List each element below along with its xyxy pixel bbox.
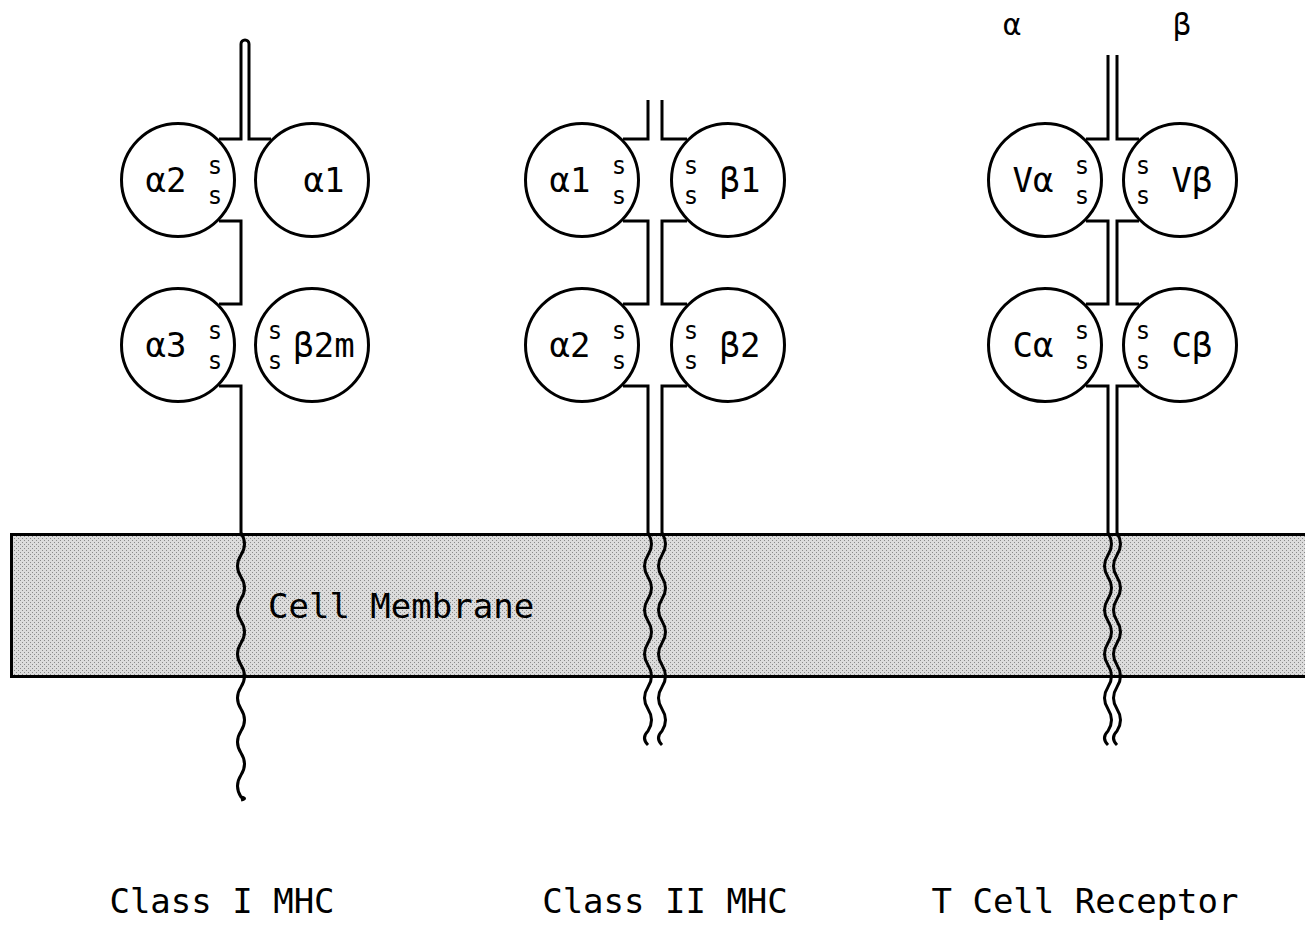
chain-stub [1117,55,1139,139]
disulfide-mark: s [1136,154,1150,178]
domain-label: α2 [146,163,187,197]
chain-stub [662,100,687,139]
chain-name: α [1003,10,1021,40]
polypeptide-chain [1117,386,1139,533]
group-title: T Cell Receptor [931,884,1238,918]
domain-label: Vβ [1172,163,1213,197]
disulfide-mark: s [612,184,626,208]
domain-label: α3 [146,328,187,362]
polypeptide-chain [662,221,687,304]
disulfide-mark: s [208,184,222,208]
domain-circle: α1 [524,122,640,238]
disulfide-mark: s [1136,319,1150,343]
chain-stub [623,100,648,139]
disulfide-mark: s [1136,184,1150,208]
domain-label: Cβ [1172,328,1213,362]
domain-label: α1 [304,163,345,197]
domain-circle: α2 [120,122,236,238]
disulfide-mark: s [208,154,222,178]
domain-circle: α3 [120,287,236,403]
domain-label: α2 [550,328,591,362]
domain-circle: Vβ [1122,122,1238,238]
disulfide-mark: s [1075,319,1089,343]
disulfide-mark: s [612,349,626,373]
polypeptide-chain [662,386,687,533]
domain-circle: Vα [987,122,1103,238]
domain-circle: α1 [254,122,370,238]
domain-label: β2m [293,328,354,362]
polypeptide-chain [1086,386,1108,533]
domain-label: Vα [1013,163,1054,197]
polypeptide-chain [1086,221,1108,304]
domain-circle: Cα [987,287,1103,403]
disulfide-mark: s [684,154,698,178]
domain-circle: β1 [670,122,786,238]
domain-circle: Cβ [1122,287,1238,403]
polypeptide-chain [219,221,241,304]
disulfide-mark: s [268,349,282,373]
transmembrane-segment [1105,533,1112,745]
transmembrane-segment [645,533,652,745]
disulfide-mark: s [612,154,626,178]
polypeptide-chain [623,386,648,533]
polypeptide-chain [219,40,271,139]
membrane-band: Cell Membrane [10,533,1305,678]
domain-label: α1 [550,163,591,197]
disulfide-mark: s [612,319,626,343]
disulfide-mark: s [684,184,698,208]
group-title: Class II MHC [542,884,788,918]
polypeptide-chain [623,221,648,304]
membrane-label: Cell Membrane [268,589,534,623]
disulfide-mark: s [268,319,282,343]
transmembrane-segment [238,533,245,800]
disulfide-mark: s [1136,349,1150,373]
group-title: Class I MHC [109,884,334,918]
chain-stub [1086,55,1108,139]
disulfide-mark: s [684,349,698,373]
transmembrane-segment [659,533,666,745]
domain-circle: β2 [670,287,786,403]
disulfide-mark: s [1075,184,1089,208]
domain-label: β2 [720,328,761,362]
chain-name: β [1173,10,1191,40]
polypeptide-chain [219,386,241,533]
polypeptide-chain [1117,221,1139,304]
domain-label: Cα [1013,328,1054,362]
disulfide-mark: s [1075,154,1089,178]
transmembrane-segment [1114,533,1121,745]
disulfide-mark: s [684,319,698,343]
disulfide-mark: s [1075,349,1089,373]
domain-label: β1 [720,163,761,197]
disulfide-mark: s [208,319,222,343]
domain-circle: α2 [524,287,640,403]
domain-circle: β2m [254,287,370,403]
disulfide-mark: s [208,349,222,373]
